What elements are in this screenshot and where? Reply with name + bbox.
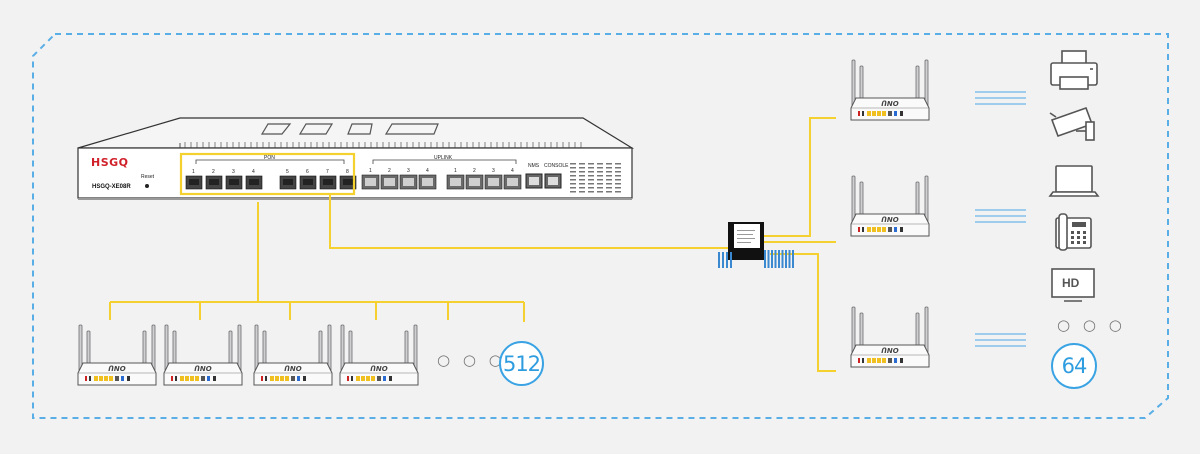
uplink-port-number: 3 <box>492 168 495 174</box>
onu-router <box>253 324 333 386</box>
uplink-port-number: 2 <box>473 168 476 174</box>
onu-router <box>850 306 930 368</box>
onu-router <box>163 324 243 386</box>
olt-device <box>77 117 635 200</box>
wireless-links <box>975 91 1026 347</box>
uplink-port-number: 1 <box>369 168 372 174</box>
onu-count-badge-left: 512 <box>499 341 544 386</box>
phone-icon <box>1055 213 1092 251</box>
pon-port-number: 6 <box>306 169 309 175</box>
onu-count-badge-right: 64 <box>1051 343 1097 389</box>
onu-router <box>77 324 157 386</box>
uplink-port-number: 4 <box>511 168 514 174</box>
pon-port-number: 7 <box>326 169 329 175</box>
olt-model: HSGQ-XE08R <box>92 184 131 190</box>
pon-port-number: 1 <box>192 169 195 175</box>
plc-splitter <box>718 222 794 268</box>
console-label: CONSOLE <box>544 163 569 169</box>
pon-label: PON <box>264 155 275 161</box>
pon-port-number: 3 <box>232 169 235 175</box>
pon-port-number: 5 <box>286 169 289 175</box>
onu-router <box>850 59 930 121</box>
hd-label: HD <box>1062 276 1080 290</box>
uplink-port-number: 1 <box>454 168 457 174</box>
more-devices-ellipsis: ○ ○ ○ <box>1057 316 1126 334</box>
reset-label: Reset <box>141 174 155 180</box>
camera-icon <box>1049 106 1095 141</box>
onu-router <box>339 324 419 386</box>
pon-port-number: 8 <box>346 169 349 175</box>
olt-brand: HSGQ <box>91 156 129 169</box>
more-onu-ellipsis-left: ○ ○ ○ <box>437 351 506 369</box>
system-boundary <box>32 33 1169 419</box>
laptop-icon <box>1048 165 1100 197</box>
uplink-port-number: 3 <box>407 168 410 174</box>
fiber-lines <box>109 117 836 372</box>
uplink-label: UPLINK <box>434 155 453 161</box>
nms-label: NMS <box>528 163 540 169</box>
tv-icon <box>1051 268 1095 302</box>
uplink-port-number: 4 <box>426 168 429 174</box>
printer-icon <box>1050 50 1098 90</box>
uplink-port-number: 2 <box>388 168 391 174</box>
pon-port-number: 4 <box>252 169 255 175</box>
pon-port-number: 2 <box>212 169 215 175</box>
onu-router <box>850 175 930 237</box>
